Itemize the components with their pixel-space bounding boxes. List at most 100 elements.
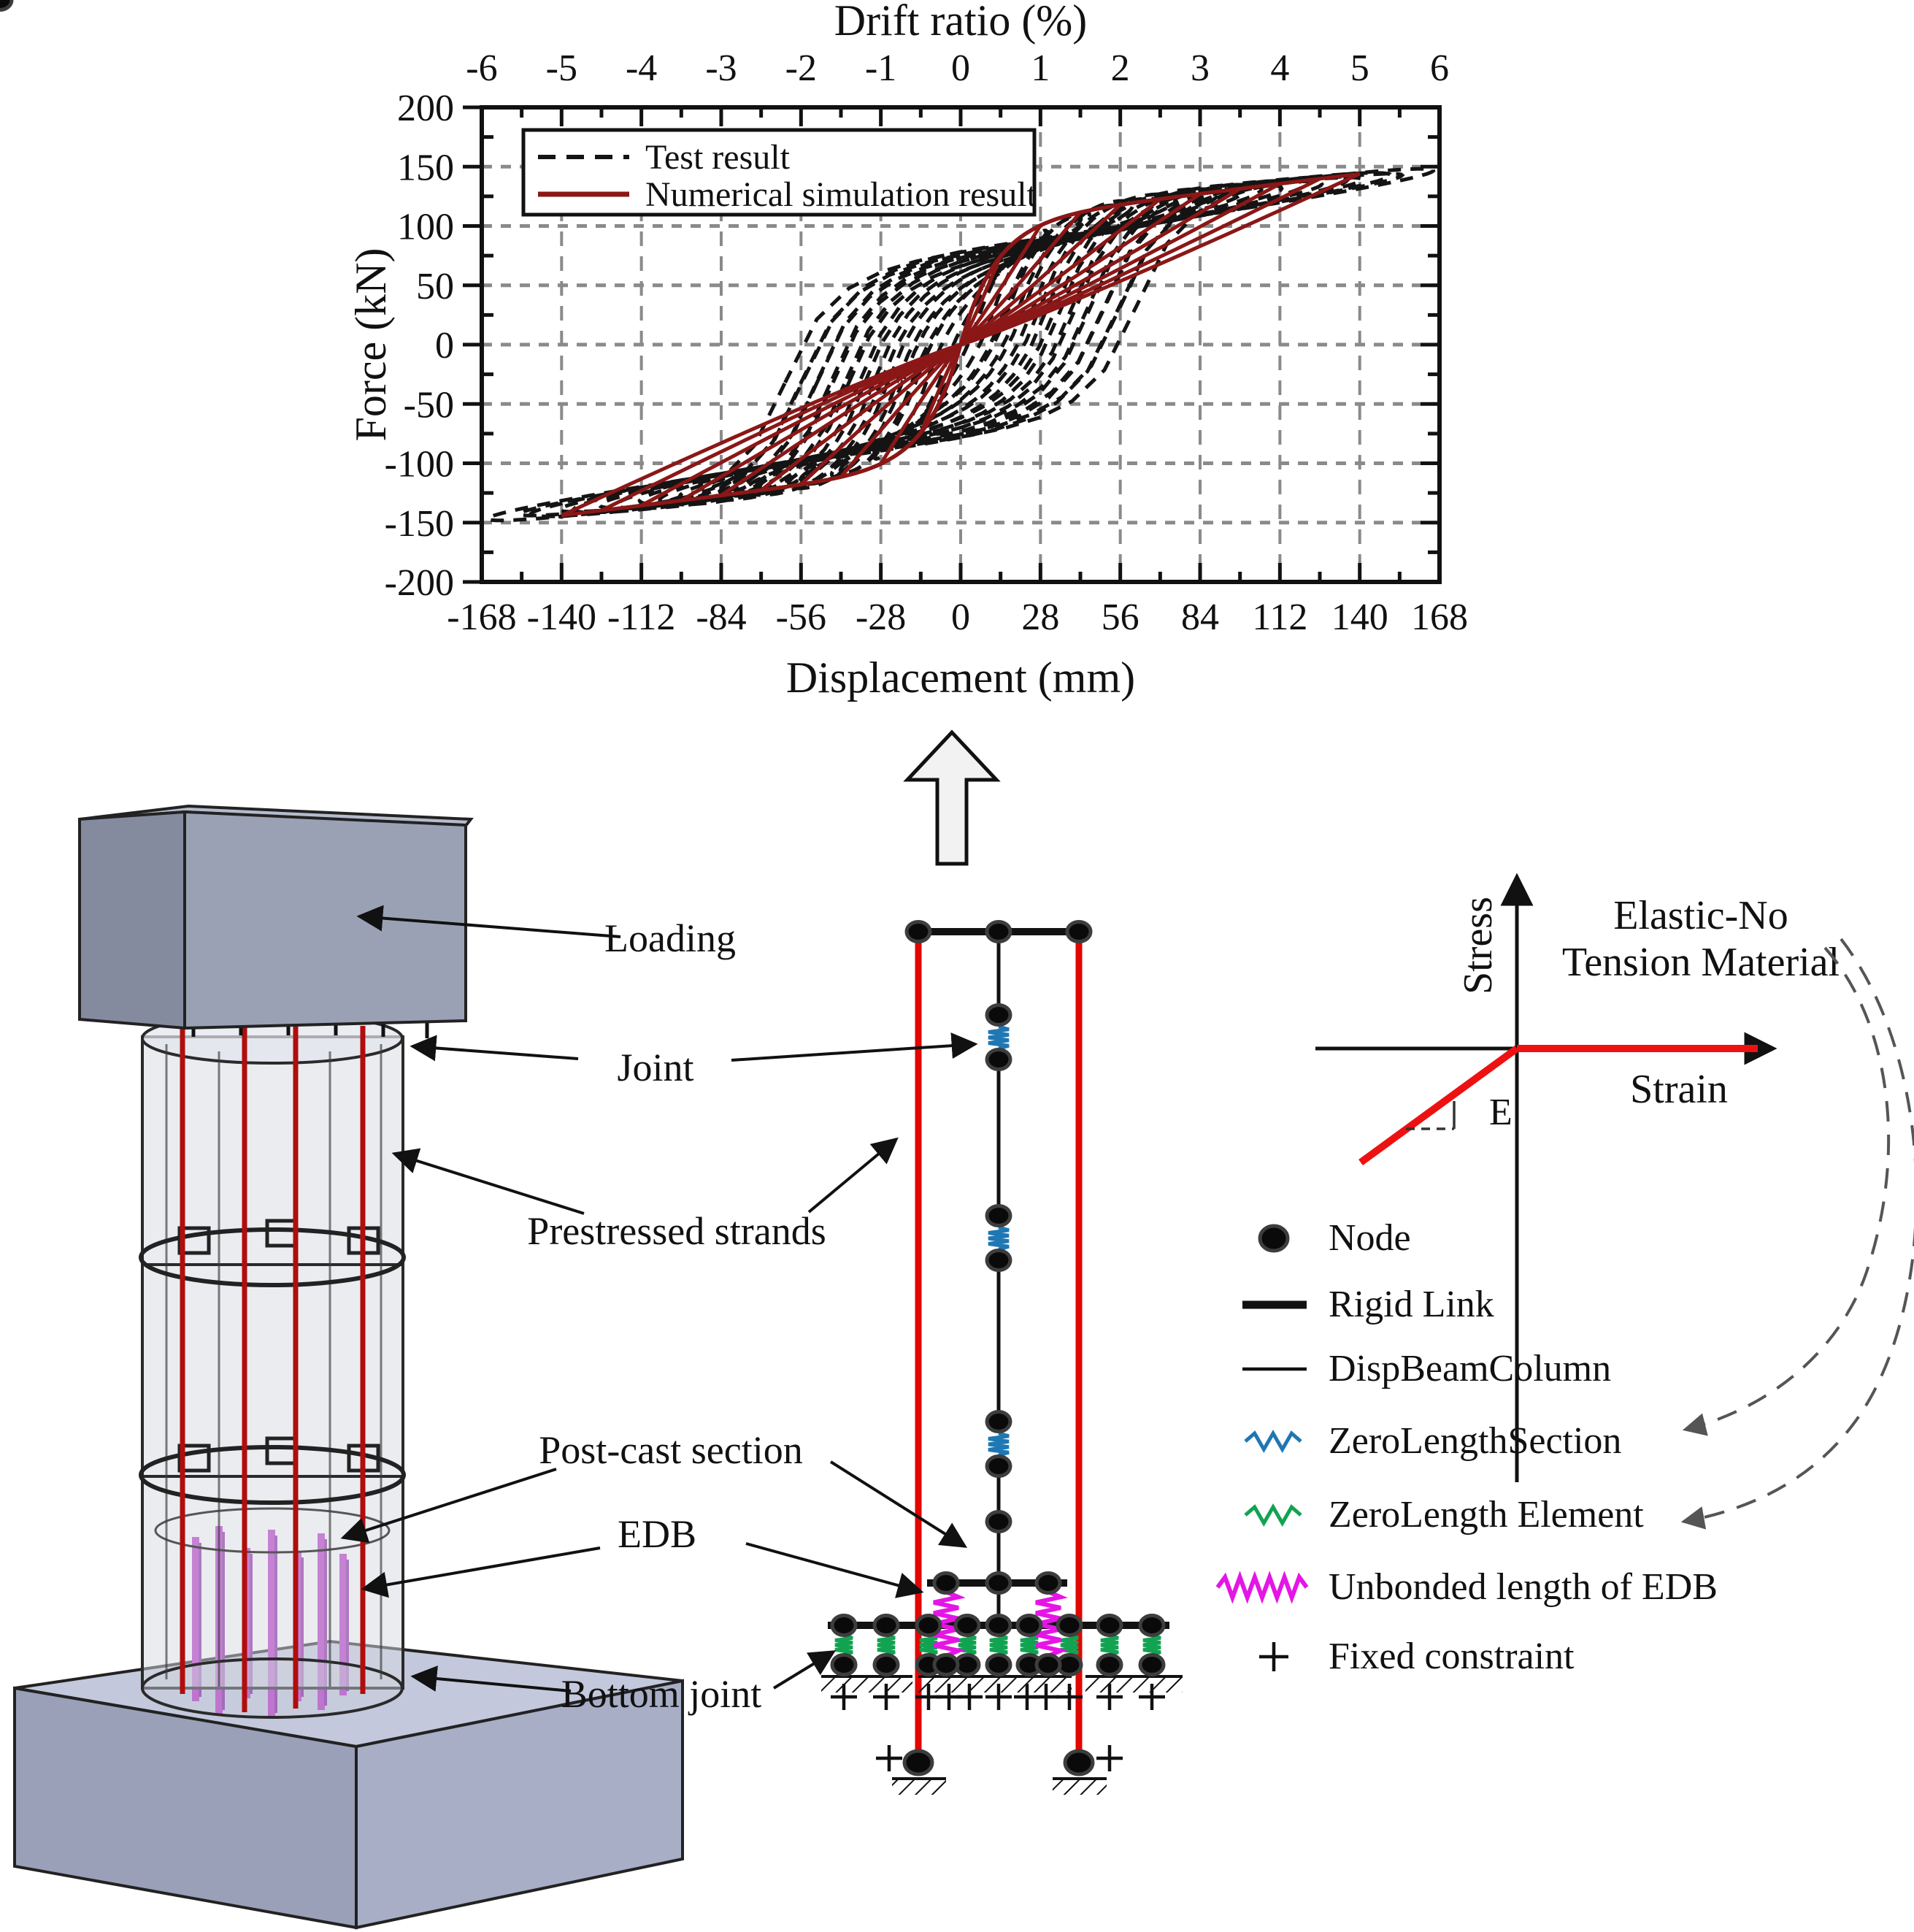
y-tick-label: 50 [416, 266, 454, 307]
annotation-labels: Loading Joint Prestressed strands Post-c… [340, 905, 978, 1716]
legend-simulation-label: Numerical simulation result [645, 175, 1037, 214]
material-applies-curve-2 [1680, 938, 1914, 1530]
zero-length-section-spring [988, 1225, 1010, 1251]
ground-hatch [1085, 1676, 1183, 1693]
node [872, 1614, 900, 1637]
y-tick-label: -100 [385, 444, 454, 486]
model-legend-label: Rigid Link [1329, 1284, 1494, 1325]
y-tick-label: 100 [397, 207, 454, 248]
material-curve-compression [1358, 1045, 1519, 1166]
node [932, 1571, 960, 1595]
leader-bottomjoint-right [772, 1650, 837, 1690]
material-applies-curve-1 [1682, 946, 1891, 1436]
zero-length-section-spring [988, 1431, 1010, 1457]
x-tick-label: 168 [1411, 597, 1468, 638]
node [985, 1204, 1012, 1227]
ground-hatch [918, 1676, 1072, 1693]
drift-tick-label: -5 [546, 47, 577, 89]
zero-length-element-spring [919, 1633, 938, 1657]
unbonded-length-edb-icon [1215, 1571, 1309, 1604]
3d-column-rendering [13, 804, 684, 1930]
node [902, 1749, 934, 1776]
ground-hatch [892, 1779, 946, 1795]
label-prestressed-strands: Prestressed strands [527, 1209, 826, 1253]
numerical-model-diagram [0, 0, 1183, 1795]
test-loop [516, 172, 1405, 518]
leader-postcast-left [340, 1468, 557, 1544]
chart-ticks [463, 105, 1442, 584]
leader-strands-left [391, 1148, 585, 1215]
model-legend-row-disp-beam-column: DispBeamColumn [1242, 1348, 1611, 1389]
node [830, 1653, 858, 1676]
test-loop [658, 183, 1264, 507]
model-legend-row-node: Node [1258, 1217, 1411, 1259]
drift-tick-label: -1 [865, 47, 896, 89]
column-segments [139, 1012, 406, 1719]
label-loading: Loading [604, 916, 736, 960]
node [915, 1614, 942, 1637]
x-tick-label: -112 [607, 597, 675, 638]
x-tick-label: -56 [776, 597, 826, 638]
node [985, 1510, 1012, 1533]
drift-tick-label: -2 [785, 47, 817, 89]
drift-tick-label: 4 [1270, 47, 1289, 89]
node [985, 1571, 1012, 1595]
loading-block [78, 804, 474, 1030]
zero-length-element-spring [877, 1633, 896, 1657]
leader-joint-left [410, 1035, 579, 1062]
model-legend-row-fixed-constraint: Fixed constraint [1259, 1636, 1575, 1677]
x-tick-label: 112 [1252, 597, 1307, 638]
loading-block-front-face [183, 810, 467, 1030]
node [872, 1653, 900, 1676]
node [1065, 920, 1093, 943]
node [1015, 1614, 1043, 1637]
test-loop [557, 175, 1364, 514]
node [932, 1653, 960, 1676]
node [985, 1614, 1012, 1637]
drift-tick-label: 6 [1430, 47, 1449, 89]
model-legend-label: DispBeamColumn [1329, 1348, 1611, 1389]
x-tick-label: -84 [696, 597, 746, 638]
leader-loading [356, 905, 621, 938]
chart-tick-labels: -168-6-140-5-112-4-84-3-56-2-28-10028156… [385, 47, 1468, 638]
column-segment-middle [141, 1263, 404, 1478]
zero-length-element-spring [1020, 1633, 1039, 1657]
ground-hatch [1053, 1779, 1107, 1795]
node [1034, 1571, 1062, 1595]
leader-edb-right [745, 1542, 924, 1598]
inset-strain-label: Strain [1630, 1067, 1728, 1112]
top-axis-title: Drift ratio (%) [834, 0, 1088, 45]
node [985, 1410, 1012, 1433]
zero-length-element-spring [958, 1633, 977, 1657]
y-axis-title: Force (kN) [347, 248, 395, 442]
node [985, 920, 1012, 943]
node [1056, 1614, 1083, 1637]
leader-strands-right [807, 1137, 899, 1214]
label-joint: Joint [617, 1046, 693, 1089]
post-cast-interface-line [154, 1507, 391, 1554]
y-tick-label: 150 [397, 147, 454, 188]
x-tick-label: 56 [1102, 597, 1139, 638]
label-edb: EDB [618, 1512, 696, 1556]
model-nodes [0, 0, 1166, 1776]
inset-stress-label: Stress [1456, 897, 1501, 994]
model-legend-row-rigid-link: Rigid Link [1242, 1284, 1494, 1325]
node-icon [1258, 1224, 1290, 1253]
zero-length-element-spring [1142, 1633, 1161, 1657]
drift-tick-label: 0 [951, 47, 970, 89]
model-legend-row-unbonded-length-edb: Unbonded length of EDB [1215, 1566, 1718, 1608]
loading-block-left-face [78, 810, 186, 1030]
zero-length-section-icon [1244, 1429, 1302, 1454]
model-ground [821, 1675, 1183, 1795]
model-legend-label: Fixed constraint [1329, 1636, 1575, 1677]
drift-tick-label: 5 [1350, 47, 1369, 89]
x-axis-title: Displacement (mm) [786, 653, 1135, 702]
inset-modulus-label: E [1489, 1092, 1513, 1133]
drift-tick-label: 1 [1031, 47, 1050, 89]
node [953, 1614, 981, 1637]
node [985, 1048, 1012, 1071]
model-legend-row-zero-length-element: ZeroLength Element [1244, 1494, 1644, 1536]
zero-length-element-spring [1100, 1633, 1119, 1657]
